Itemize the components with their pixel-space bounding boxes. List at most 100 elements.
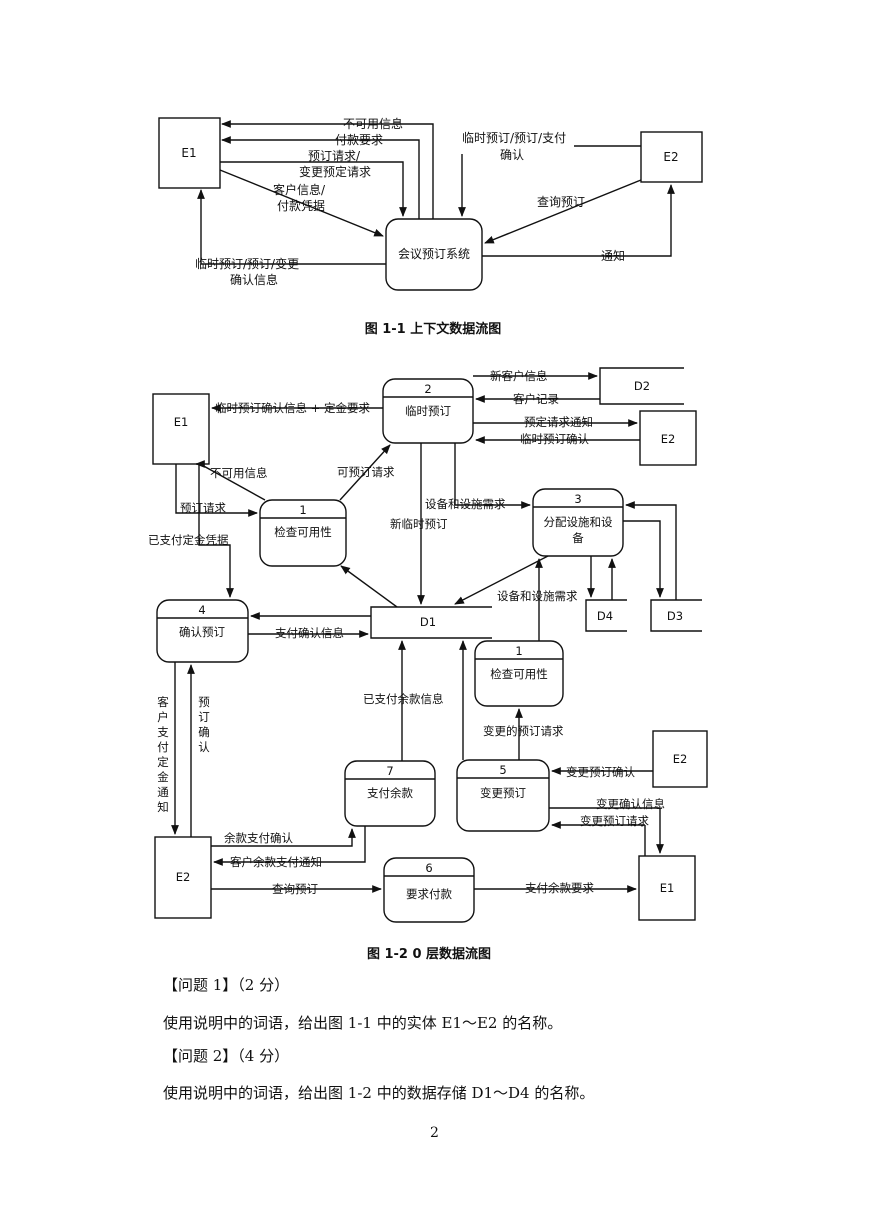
flow-payment-request bbox=[221, 136, 420, 219]
process-1b-id: 1 bbox=[515, 644, 522, 658]
process-3-id: 3 bbox=[574, 492, 581, 506]
l0-entity-e2-mid bbox=[652, 730, 708, 788]
lbl2-payment-confirm: 支付确认信息 bbox=[275, 626, 344, 640]
label-query: 查询预订 bbox=[537, 195, 585, 209]
question-1-body: 使用说明中的词语，给出图 1-1 中的实体 E1～E2 的名称。 bbox=[163, 1014, 563, 1032]
process-2-id: 2 bbox=[424, 382, 431, 396]
flow2-balance-notice bbox=[213, 826, 366, 866]
process-1a-name: 检查可用性 bbox=[274, 525, 332, 539]
flow-unavailable bbox=[221, 120, 434, 219]
level0-diagram bbox=[152, 367, 708, 923]
l0-e2-right-label: E2 bbox=[661, 432, 676, 446]
flow-query bbox=[484, 179, 642, 244]
flow2-paid-deposit bbox=[198, 464, 234, 598]
flow2-d3-to-p3 bbox=[625, 501, 677, 600]
lbl2-booking-confirm-vertical: 预订确认 bbox=[198, 695, 210, 754]
l0-e2-mid-label: E2 bbox=[673, 752, 688, 766]
caption-figure-1-1: 图 1-1 上下文数据流图 bbox=[365, 321, 502, 337]
process-1a-id: 1 bbox=[299, 503, 306, 517]
flow2-booking-request bbox=[175, 464, 258, 517]
lbl2-paid-deposit: 已支付定金凭据 bbox=[148, 533, 229, 547]
process-7-id: 7 bbox=[386, 764, 393, 778]
context-diagram bbox=[158, 117, 703, 291]
question-1-title: 【问题 1】（2 分） bbox=[163, 976, 290, 994]
flow2-p3-to-d1 bbox=[454, 555, 549, 605]
process-7-name: 支付余款 bbox=[367, 786, 413, 800]
process-4-name: 确认预订 bbox=[179, 625, 225, 639]
process-1b-name: 检查可用性 bbox=[490, 667, 548, 681]
lbl2-facility-need-1: 设备和设施需求 bbox=[425, 497, 506, 511]
flow2-p3-to-d3 bbox=[623, 520, 664, 598]
l0-entity-e2-right bbox=[639, 410, 697, 466]
lbl2-booking-notice: 预定请求通知 bbox=[524, 415, 593, 429]
process-3-name-2: 备 bbox=[572, 531, 584, 545]
label-confirm-2: 确认信息 bbox=[230, 272, 278, 287]
process-6-box bbox=[383, 857, 475, 923]
process-6-name: 要求付款 bbox=[406, 887, 452, 901]
lbl2-booking-request: 预订请求 bbox=[180, 501, 226, 515]
process-7-box bbox=[344, 760, 436, 827]
flow2-change-confirm-info-2 bbox=[636, 807, 664, 854]
lbl2-change-request: 变更预订请求 bbox=[580, 814, 649, 828]
process-4-id: 4 bbox=[198, 603, 205, 617]
system-process-label: 会议预订系统 bbox=[398, 247, 470, 261]
flow-customer-info bbox=[219, 169, 384, 237]
store-d1-label: D1 bbox=[420, 615, 436, 629]
process-5-box bbox=[456, 759, 550, 832]
process-4-box bbox=[156, 599, 249, 663]
process-3-name-1: 分配设施和设 bbox=[544, 515, 613, 529]
l0-entity-e2-bottom bbox=[154, 836, 212, 919]
label-customer-info-1: 客户信息/ bbox=[273, 182, 326, 197]
lbl2-customer-record: 客户记录 bbox=[513, 392, 559, 406]
store-d3-label: D3 bbox=[667, 609, 683, 623]
page-number: 2 bbox=[430, 1125, 439, 1141]
lbl2-temp-confirm: 临时预订确认信息 + 定金要求 bbox=[215, 401, 370, 415]
lbl2-changed-request: 变更的预订请求 bbox=[483, 724, 564, 738]
process-3-box bbox=[532, 488, 624, 557]
label-confirm-1: 临时预订/预订/变更 bbox=[195, 256, 299, 271]
label-unavailable: 不可用信息 bbox=[343, 116, 403, 131]
label-customer-info-2: 付款凭据 bbox=[277, 198, 325, 213]
l0-entity-e1-bottom bbox=[638, 855, 696, 921]
process-2-name: 临时预订 bbox=[405, 404, 451, 418]
label-e2-confirm-2: 确认 bbox=[500, 148, 524, 162]
label-booking-request-2: 变更预定请求 bbox=[299, 164, 371, 179]
process-5-id: 5 bbox=[499, 763, 506, 777]
flow2-d1-to-p1a bbox=[340, 565, 398, 608]
lbl2-paid-balance: 已支付余款信息 bbox=[363, 692, 444, 706]
l0-e2-bottom-label: E2 bbox=[176, 870, 191, 884]
entity-e2-label: E2 bbox=[663, 150, 678, 164]
store-d1 bbox=[370, 606, 492, 639]
l0-e1-top-label: E1 bbox=[174, 415, 189, 429]
lbl2-balance-confirm: 余款支付确认 bbox=[224, 831, 293, 845]
process-5-name: 变更预订 bbox=[480, 786, 526, 800]
level0-diagram-labels: E1 E2 E2 E2 E1 D2 D1 D4 D3 2 临时预订 1 检查可用… bbox=[148, 369, 687, 962]
lbl2-new-temp-booking: 新临时预订 bbox=[390, 517, 448, 531]
lbl2-balance-notice: 客户余款支付通知 bbox=[230, 855, 322, 869]
label-payment-request: 付款要求 bbox=[335, 133, 383, 147]
lbl2-unavailable: 不可用信息 bbox=[210, 466, 268, 480]
process-6-id: 6 bbox=[425, 861, 432, 875]
question-2-title: 【问题 2】（4 分） bbox=[163, 1047, 290, 1065]
lbl2-new-customer: 新客户信息 bbox=[490, 369, 548, 383]
caption-figure-1-2: 图 1-2 0 层数据流图 bbox=[367, 946, 491, 962]
lbl2-balance-request: 支付余款要求 bbox=[525, 881, 594, 895]
lbl2-change-confirm-1: 变更预订确认 bbox=[566, 765, 635, 779]
flow2-balance-confirm bbox=[211, 828, 356, 847]
process-1b-box bbox=[474, 640, 564, 707]
flow2-unavailable bbox=[195, 460, 266, 501]
process-2-box bbox=[382, 378, 474, 444]
question-2-body: 使用说明中的词语，给出图 1-2 中的数据存储 D1～D4 的名称。 bbox=[163, 1084, 595, 1102]
lbl2-deposit-notice-vertical: 客户支付定金通知 bbox=[157, 695, 169, 814]
flow-notify bbox=[482, 184, 675, 257]
label-e2-confirm-1: 临时预订/预订/支付 bbox=[462, 131, 566, 145]
store-d2 bbox=[599, 367, 684, 405]
store-d4 bbox=[585, 599, 627, 632]
label-booking-request-1: 预订请求/ bbox=[308, 149, 361, 163]
label-notify: 通知 bbox=[601, 249, 625, 263]
system-process-box bbox=[385, 218, 483, 291]
process-1a-box bbox=[259, 499, 347, 567]
entity-e1-box bbox=[158, 117, 221, 189]
lbl2-facility-need-2: 设备和设施需求 bbox=[497, 589, 578, 603]
